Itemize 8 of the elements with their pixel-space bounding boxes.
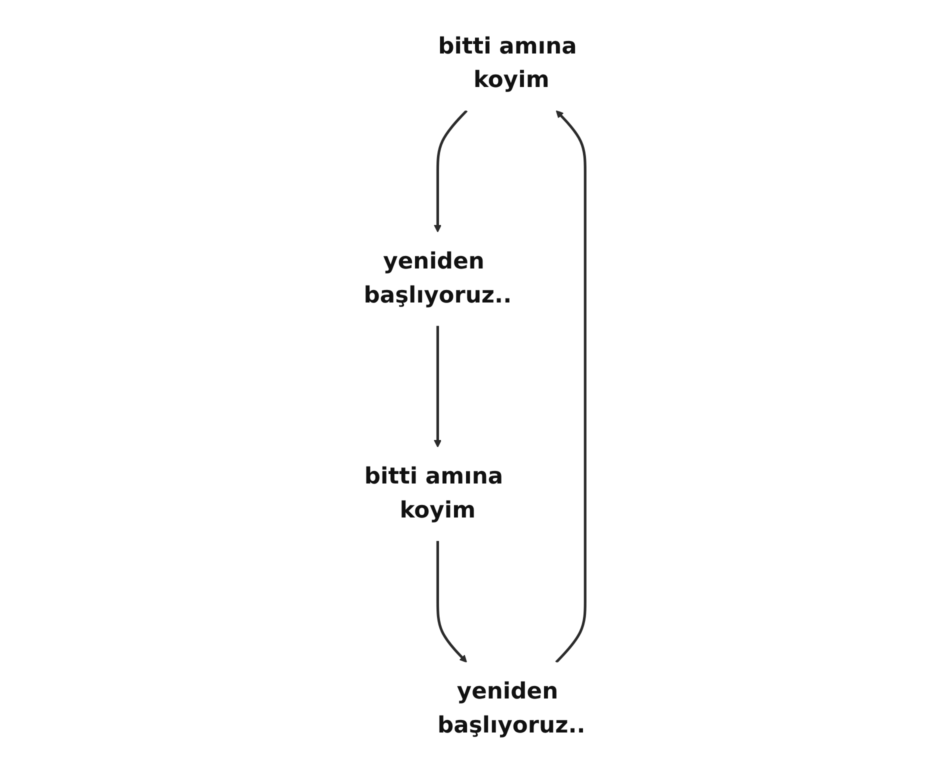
node-text: yeniden başlıyoruz.. [438,678,586,739]
node-text: bitti amına koyim [438,33,578,94]
arrow [436,540,468,663]
arrow [434,326,442,448]
node-text: bitti amına koyim [364,464,504,524]
node-text: yeniden başlıyoruz.. [364,248,512,308]
arrow [556,110,587,664]
arrow [434,110,468,232]
